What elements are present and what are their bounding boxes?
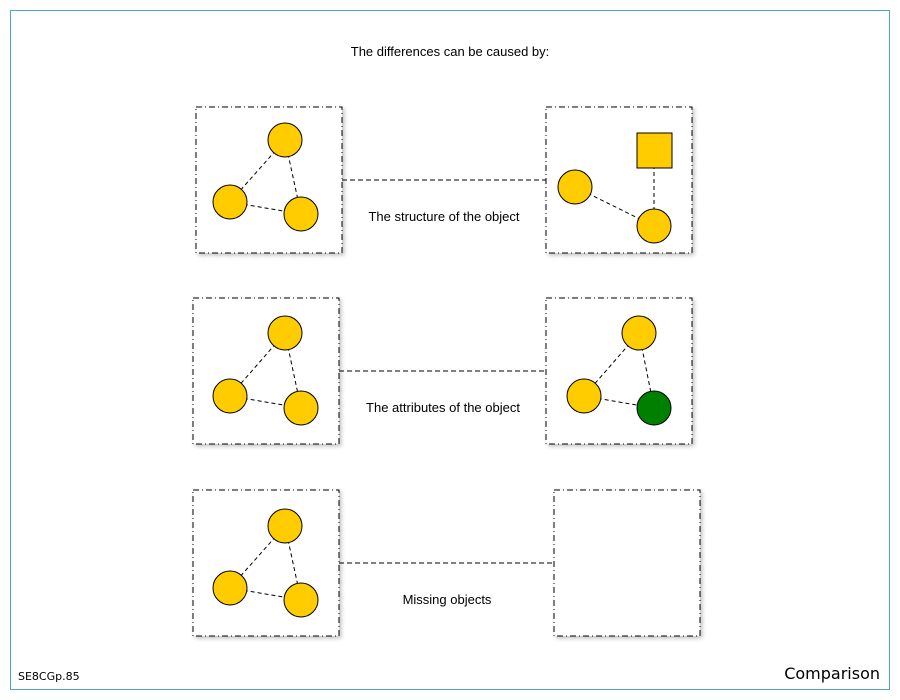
node-circle (557, 169, 593, 205)
node-circle (212, 570, 248, 606)
page-frame (10, 10, 890, 690)
node-circle (267, 122, 303, 158)
node-circle (636, 208, 672, 244)
row-missing (192, 489, 701, 637)
right-box-missing-empty (553, 489, 701, 637)
row-attributes (192, 297, 693, 445)
node-square (636, 132, 673, 169)
right-box-attributes (545, 297, 693, 445)
node-circle (212, 378, 248, 414)
edge (229, 395, 302, 409)
node-circle (283, 390, 319, 426)
node-circle (566, 378, 602, 414)
caption-structure: The structure of the object (368, 209, 520, 224)
caption-attributes: The attributes of the object (366, 400, 520, 415)
edge (229, 587, 302, 601)
node-circle (283, 196, 319, 232)
diagram-title: The differences can be caused by: (350, 44, 550, 59)
left-box-attributes (192, 297, 340, 445)
node-circle (283, 582, 319, 618)
left-box-missing (192, 489, 340, 637)
row-structure (195, 106, 693, 254)
node-circle (267, 508, 303, 544)
edge (229, 201, 302, 215)
node-circle (621, 315, 657, 351)
slide-code: SE8CGp.85 (18, 670, 80, 683)
node-circle (267, 315, 303, 351)
caption-missing: Missing objects (402, 592, 492, 607)
left-box-structure (195, 106, 343, 254)
node-circle-changed-attribute (636, 390, 672, 426)
node-circle (212, 184, 248, 220)
slide-label: Comparison (784, 664, 880, 683)
